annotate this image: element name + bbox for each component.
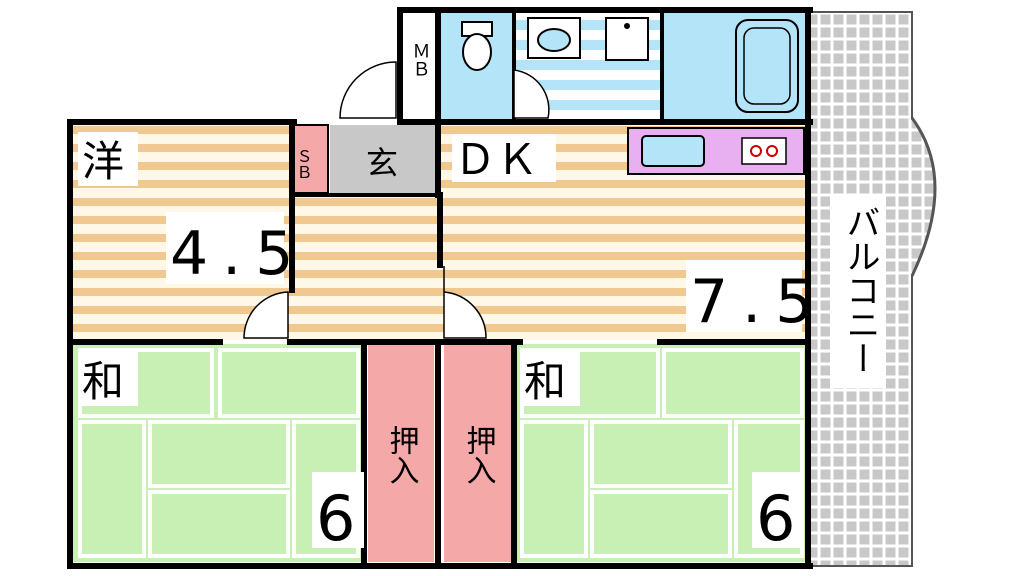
- washitsu-left-size-bg: [312, 472, 364, 548]
- burner-icon: [750, 145, 762, 157]
- toilet-door: [513, 69, 550, 119]
- entrance-floor: [330, 125, 436, 193]
- closet-right-label: 押入: [461, 425, 496, 485]
- western-label-bg: [78, 132, 138, 186]
- western-room-label: 洋: [82, 137, 124, 186]
- entrance-label: 玄: [366, 144, 398, 182]
- walls: [67, 7, 813, 569]
- dk-label-bg: [452, 134, 556, 182]
- balcony: バルコニー: [809, 11, 937, 567]
- balcony-label: バルコニー: [840, 205, 880, 375]
- bathtub-inner: [743, 27, 791, 105]
- washer-dot: [624, 23, 630, 29]
- toilet-icon: [461, 21, 493, 71]
- sink: [641, 135, 705, 167]
- washitsu-right-size: 6: [756, 482, 795, 555]
- washitsu-right-label: 和: [524, 357, 566, 406]
- closet-left: [368, 344, 434, 562]
- western-room-size: 4.5: [170, 219, 307, 289]
- dk-size-bg: [686, 260, 802, 332]
- washitsu-left-label-bg: [78, 352, 138, 406]
- dk-label: ＤＫ: [454, 135, 538, 184]
- meter-box: [404, 12, 438, 120]
- closet-right: [444, 344, 512, 562]
- kitchen-counter: [627, 127, 805, 175]
- washitsu-right-size-bg: [752, 472, 804, 548]
- washitsu-left-label: 和: [82, 357, 124, 406]
- hall-floor: [290, 195, 440, 340]
- closet-left-label: 押入: [384, 425, 419, 485]
- entrance-door: [339, 61, 397, 119]
- western-size-bg: [166, 212, 284, 284]
- balcony-label-bg: [830, 196, 886, 388]
- washitsu-left-size: 6: [316, 482, 355, 555]
- burner-icon: [766, 145, 778, 157]
- dk-size: 7.5: [690, 267, 827, 337]
- shoe-box-label: ＳＢ: [294, 148, 313, 180]
- washitsu-right-label-bg: [520, 352, 580, 406]
- meter-box-label: ＭＢ: [410, 42, 431, 78]
- western-door: [243, 291, 289, 339]
- door-swings: [243, 61, 550, 339]
- dk-door: [443, 266, 487, 339]
- stove: [741, 137, 787, 165]
- washbasin-icon: [527, 17, 581, 59]
